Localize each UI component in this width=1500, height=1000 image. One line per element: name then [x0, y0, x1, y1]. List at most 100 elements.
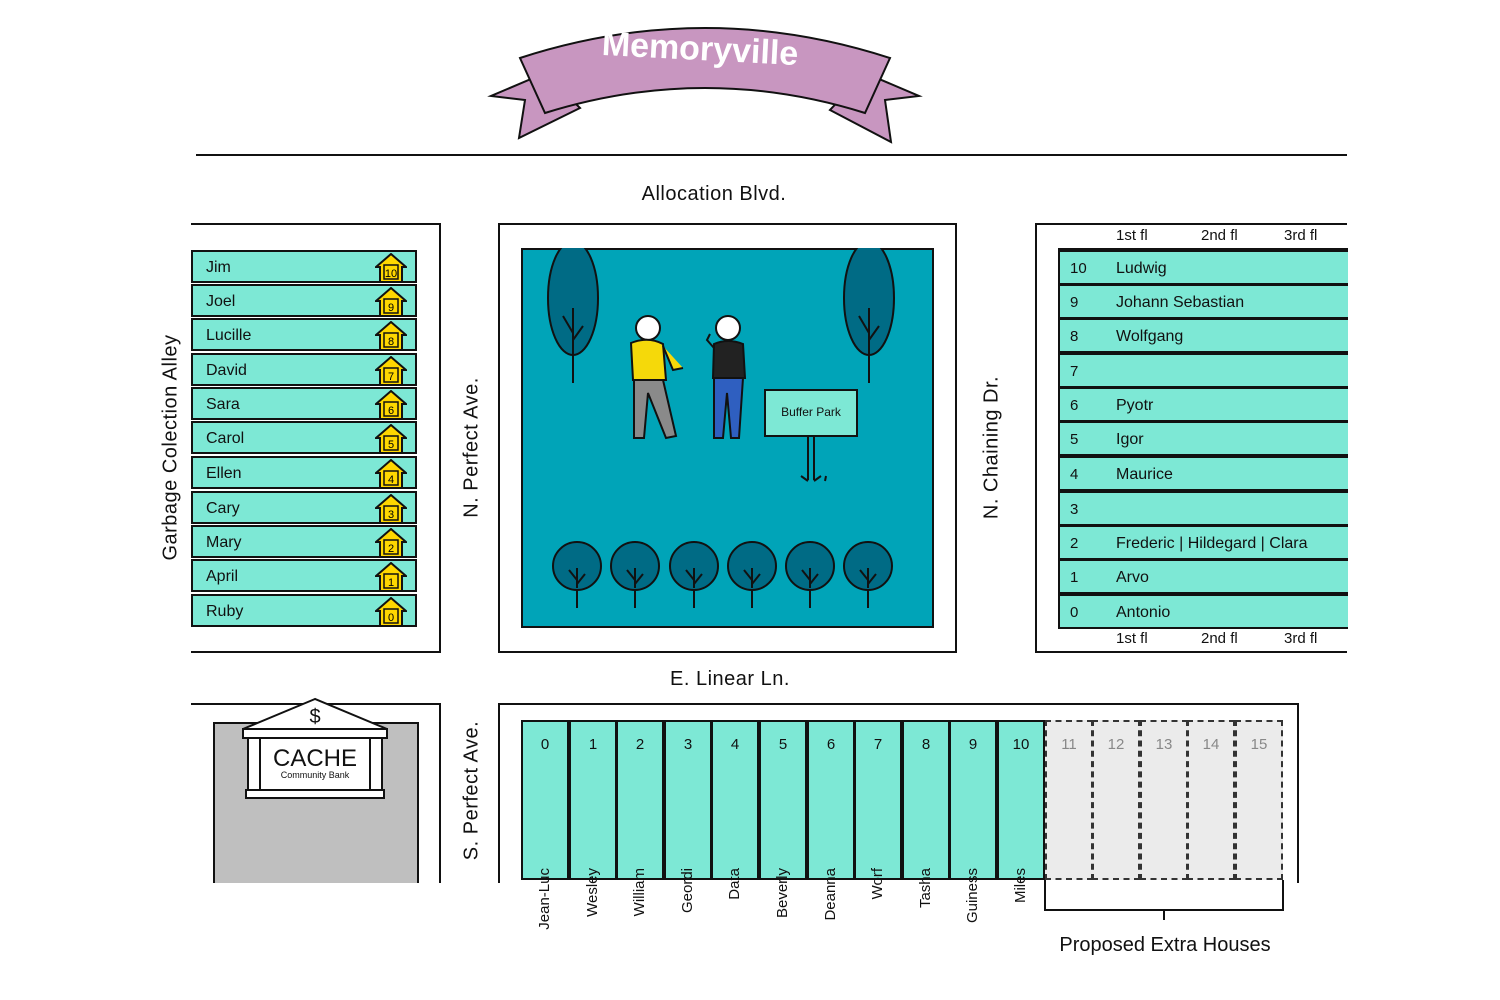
apartment-row: 10 Ludwig — [1058, 250, 1348, 285]
apartment-resident: Arvo — [1116, 569, 1149, 586]
apartment-number: 8 — [1070, 328, 1079, 345]
house-resident: Deanna — [822, 868, 839, 921]
apartment-number: 7 — [1070, 363, 1079, 380]
round-tree-icon — [843, 541, 893, 608]
apartment-resident: Antonio — [1116, 604, 1171, 621]
proposed-house: 11 — [1045, 720, 1093, 880]
house-number: 0 — [540, 736, 550, 753]
house-number: 4 — [730, 736, 740, 753]
house-number: 7 — [873, 736, 883, 753]
right-block — [1035, 223, 1347, 653]
house-number: 0 — [388, 612, 394, 624]
floor-label: 3rd fl — [1284, 227, 1318, 244]
street-n-chaining-dr: N. Chaining Dr. — [980, 375, 1003, 520]
apartment-row: 6 Pyotr — [1058, 387, 1348, 422]
house-number-badge-icon: 3 — [375, 494, 407, 524]
floor-label: 1st fl — [1116, 630, 1148, 647]
round-tree-icon — [727, 541, 777, 608]
apartment-number: 4 — [1070, 466, 1079, 483]
proposed-house-number: 14 — [1202, 736, 1220, 753]
house-resident: William — [631, 868, 648, 917]
house-number: 8 — [388, 336, 394, 348]
house-number-badge-icon: 10 — [375, 253, 407, 283]
proposed-house: 14 — [1187, 720, 1235, 880]
round-tree-icon — [610, 541, 660, 608]
top-divider — [196, 154, 1347, 156]
house-number: 10 — [385, 268, 397, 280]
house-resident: Jean-Luc — [536, 868, 553, 930]
floor-label: 1st fl — [1116, 227, 1148, 244]
house-number: 6 — [826, 736, 836, 753]
house-number-badge-icon: 5 — [375, 424, 407, 454]
park-sign-icon — [764, 389, 858, 482]
apartment-resident: Igor — [1116, 431, 1144, 448]
apartment-row: 8 Wolfgang — [1058, 318, 1348, 353]
apartment-number: 0 — [1070, 604, 1079, 621]
street-e-linear-ln: E. Linear Ln. — [670, 668, 790, 690]
street-allocation-blvd: Allocation Blvd. — [641, 183, 787, 205]
proposed-house-number: 15 — [1250, 736, 1268, 753]
bank-subtitle: Community Bank — [280, 770, 350, 780]
house-number-badge-icon: 9 — [375, 287, 407, 317]
house-number: 2 — [388, 543, 394, 555]
proposed-house-number: 12 — [1107, 736, 1125, 753]
resident-name: Sara — [206, 396, 240, 413]
house-number: 10 — [1012, 736, 1030, 753]
apartment-number: 6 — [1070, 397, 1079, 414]
house-resident: Miles — [1012, 868, 1029, 904]
resident-name: April — [206, 568, 239, 585]
house-number-badge-icon: 0 — [375, 597, 407, 627]
apartment-number: 10 — [1070, 260, 1087, 277]
house-resident: Geordi — [679, 868, 696, 914]
bank-building-icon — [242, 697, 388, 799]
house-resident: Guiness — [964, 868, 981, 924]
house-resident: Worf — [869, 868, 886, 900]
tall-tree-icon — [547, 248, 599, 383]
park-scene — [547, 248, 895, 608]
apartment-resident: Ludwig — [1116, 260, 1167, 277]
house-number: 1 — [388, 577, 394, 589]
apartment-row: 5 Igor — [1058, 421, 1348, 456]
street-s-perfect-ave: S. Perfect Ave. — [460, 720, 483, 861]
resident-name: Joel — [206, 293, 236, 310]
house-resident: Tasha — [917, 868, 934, 909]
bottom-block — [498, 703, 1299, 883]
park-block — [498, 223, 957, 653]
left-house-row: Cary 3 — [191, 491, 417, 524]
house-number: 4 — [388, 474, 394, 486]
apartment-number: 3 — [1070, 501, 1079, 518]
left-house-row: Joel 9 — [191, 284, 417, 317]
floor-label: 3rd fl — [1284, 630, 1318, 647]
house-number: 3 — [683, 736, 693, 753]
resident-name: Mary — [206, 534, 242, 551]
apartment-resident: Johann Sebastian — [1116, 294, 1245, 311]
round-tree-icon — [785, 541, 835, 608]
park-sign-label: Buffer Park — [781, 405, 841, 419]
apartment-resident: Wolfgang — [1116, 328, 1184, 345]
house-number: 5 — [388, 439, 394, 451]
apartment-row: 3 — [1058, 491, 1348, 526]
street-garbage-alley: Garbage Colection Alley — [159, 334, 182, 561]
resident-name: Cary — [206, 500, 240, 517]
tall-tree-icon — [843, 248, 895, 383]
house-number: 1 — [588, 736, 598, 753]
apartment-resident: Pyotr — [1116, 397, 1154, 414]
apartment-number: 5 — [1070, 431, 1079, 448]
street-n-perfect-ave: N. Perfect Ave. — [460, 377, 483, 518]
apartment-resident: Maurice — [1116, 466, 1173, 483]
